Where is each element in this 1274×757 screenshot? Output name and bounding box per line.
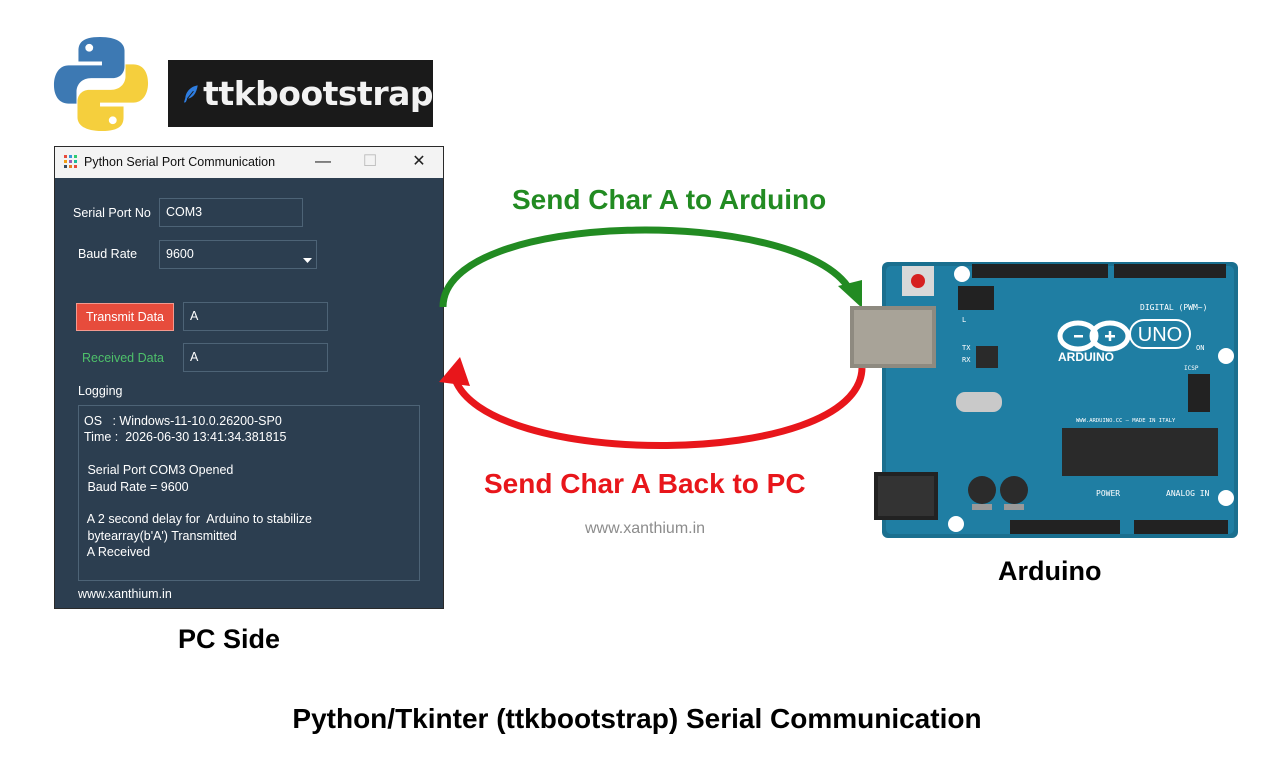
log-line: bytearray(b'A') Transmitted [84, 528, 237, 543]
transmit-input[interactable]: A [183, 302, 328, 331]
power-text: POWER [1096, 489, 1120, 498]
ttkbootstrap-logo: ttkbootstrap [168, 60, 433, 127]
app-window: Python Serial Port Communication — ☐ ✕ S… [54, 146, 444, 609]
window-titlebar[interactable]: Python Serial Port Communication — ☐ ✕ [55, 147, 443, 178]
footer-title: Python/Tkinter (ttkbootstrap) Serial Com… [292, 703, 982, 734]
window-title: Python Serial Port Communication [84, 155, 276, 169]
app-icon [64, 155, 77, 168]
on-text: ON [1196, 344, 1204, 352]
arduino-uno-board-image: UNO ARDUINO DIGITAL (PWM~) POWER ANALOG … [850, 262, 1238, 538]
analog-text: ANALOG IN [1166, 489, 1210, 498]
rx-text: RX [962, 356, 971, 364]
baud-rate-label: Baud Rate [78, 247, 138, 261]
transmit-data-button[interactable]: Transmit Data [76, 303, 174, 331]
tx-text: TX [962, 344, 971, 352]
log-line: A Received [84, 545, 151, 560]
close-button[interactable]: ✕ [412, 153, 426, 170]
maximize-button[interactable]: ☐ [362, 153, 378, 170]
baud-rate-value: 9600 [166, 247, 194, 261]
send-to-arduino-arrow [439, 226, 854, 308]
python-logo-icon [53, 36, 149, 132]
url-text: WWW.ARDUINO.CC – MADE IN ITALY [1076, 418, 1176, 424]
baud-rate-select[interactable]: 9600 [159, 240, 317, 269]
log-line: Time : 2026-06-30 13:41:34.381815 [84, 430, 287, 445]
pc-side-label: PC Side [178, 624, 281, 654]
green-arrowhead-icon [838, 280, 862, 308]
log-line: Baud Rate = 9600 [84, 479, 189, 494]
received-input[interactable]: A [183, 343, 328, 372]
ttkbootstrap-wordmark: ttkbootstrap [203, 74, 433, 113]
serial-port-value: COM3 [166, 205, 203, 219]
send-to-arduino-label: Send Char A to Arduino [512, 184, 827, 215]
icsp-text: ICSP [1184, 365, 1199, 372]
log-textbox[interactable]: OS : Windows-11-10.0.26200-SP0 Time : 20… [78, 405, 420, 581]
l-text: L [962, 316, 966, 324]
feather-icon [183, 84, 198, 103]
received-value: A [190, 350, 199, 364]
send-back-arrow [450, 367, 866, 450]
serial-port-input[interactable]: COM3 [159, 198, 303, 227]
footer-link[interactable]: www.xanthium.in [78, 587, 172, 601]
send-back-to-pc-label: Send Char A Back to PC [484, 468, 806, 499]
minimize-button[interactable]: — [315, 153, 331, 170]
website-label: www.xanthium.in [585, 520, 706, 537]
chevron-down-icon [303, 258, 312, 263]
arduino-label: Arduino [998, 556, 1102, 586]
arduino-brand-text: ARDUINO [1058, 350, 1114, 364]
received-data-label: Received Data [82, 351, 164, 365]
red-arrowhead-icon [439, 357, 470, 386]
log-line: A 2 second delay for Arduino to stabiliz… [84, 512, 312, 527]
logging-label: Logging [78, 384, 123, 398]
transmit-value: A [190, 309, 199, 323]
uno-text: UNO [1138, 324, 1182, 346]
serial-port-label: Serial Port No [73, 206, 151, 220]
log-line: Serial Port COM3 Opened [84, 463, 234, 478]
log-line: OS : Windows-11-10.0.26200-SP0 [84, 414, 282, 428]
digital-text: DIGITAL (PWM~) [1140, 303, 1207, 312]
